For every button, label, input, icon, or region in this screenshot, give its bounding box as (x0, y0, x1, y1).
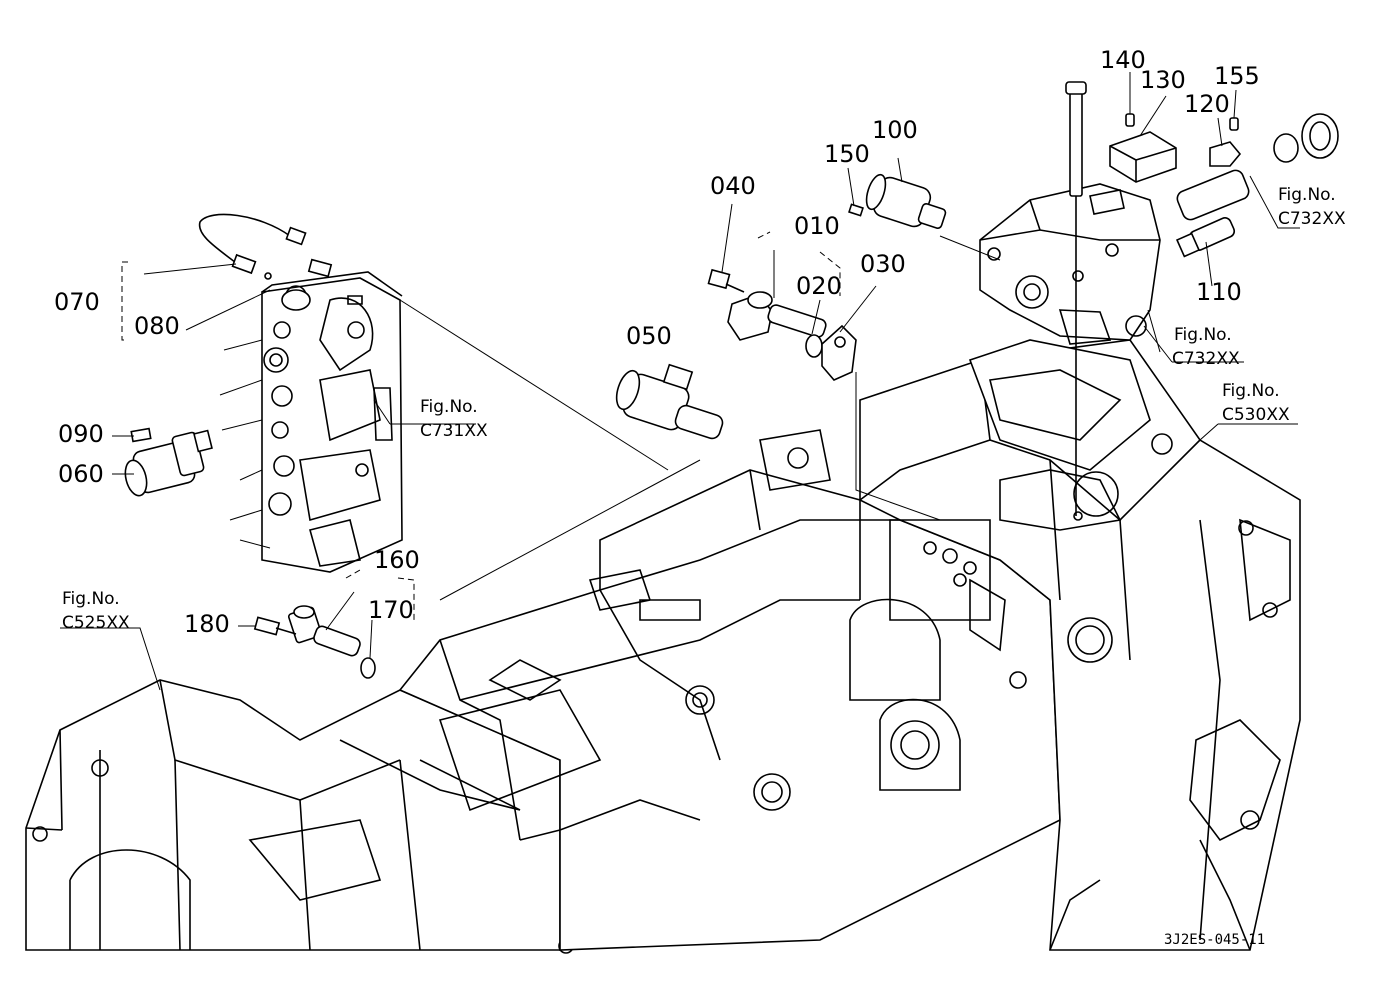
part-030-gasket[interactable] (821, 324, 857, 381)
fig-ref-c731-label: Fig.No. (420, 397, 478, 417)
part-130-sensor[interactable] (1109, 131, 1177, 183)
part-060-solenoid[interactable] (122, 429, 213, 498)
label-060[interactable]: 060 (58, 460, 104, 488)
fig-ref-c525-label: Fig.No. (62, 589, 120, 609)
part-180-bolt[interactable] (253, 616, 297, 636)
valve-plate-c731 (219, 271, 403, 573)
fig-ref-c530-label: Fig.No. (1222, 381, 1280, 401)
part-020-oring[interactable] (805, 334, 823, 358)
part-labels: 010 020 030 040 050 060 070 080 090 100 … (54, 46, 1260, 638)
fig-ref-c530-number: C530XX (1222, 405, 1290, 425)
fig-ref-c525-number: C525XX (62, 613, 130, 633)
part-110-sensor[interactable] (1175, 216, 1236, 258)
label-150[interactable]: 150 (824, 140, 870, 168)
drawing-code: 3J2ES-045-11 (1164, 932, 1265, 948)
label-010[interactable]: 010 (794, 212, 840, 240)
label-120[interactable]: 120 (1184, 90, 1230, 118)
label-110[interactable]: 110 (1196, 278, 1242, 306)
label-070[interactable]: 070 (54, 288, 100, 316)
part-090-bolt[interactable] (130, 427, 152, 443)
label-030[interactable]: 030 (860, 250, 906, 278)
part-100-solenoid[interactable] (863, 172, 947, 229)
fig-ref-c525[interactable]: Fig.No. C525XX (62, 589, 130, 633)
leader-lines (60, 72, 1300, 691)
transmission-case-drawing (25, 339, 1301, 954)
fig-ref-c731-number: C731XX (420, 421, 488, 441)
label-160[interactable]: 160 (374, 546, 420, 574)
part-160-valve[interactable] (287, 605, 362, 657)
part-070-harness[interactable] (198, 213, 307, 280)
part-155-bolt[interactable] (1229, 117, 1239, 131)
fig-ref-c732-top-label: Fig.No. (1278, 185, 1336, 205)
fig-ref-c732-mid[interactable]: Fig.No. C732XX (1172, 325, 1240, 369)
part-140-bolt[interactable] (1125, 113, 1135, 127)
label-100[interactable]: 100 (872, 116, 918, 144)
label-090[interactable]: 090 (58, 420, 104, 448)
label-080[interactable]: 080 (134, 312, 180, 340)
part-170-oring[interactable] (360, 657, 376, 679)
label-180[interactable]: 180 (184, 610, 230, 638)
long-bolt[interactable] (1065, 81, 1087, 516)
label-050[interactable]: 050 (626, 322, 672, 350)
label-130[interactable]: 130 (1140, 66, 1186, 94)
fig-ref-c732-top[interactable]: Fig.No. C732XX (1278, 185, 1346, 229)
label-020[interactable]: 020 (796, 272, 842, 300)
fig-ref-c731[interactable]: Fig.No. C731XX (420, 397, 488, 441)
label-170[interactable]: 170 (368, 596, 414, 624)
label-140[interactable]: 140 (1100, 46, 1146, 74)
figure-references: Fig.No. C731XX Fig.No. C732XX Fig.No. C7… (62, 185, 1346, 633)
label-040[interactable]: 040 (710, 172, 756, 200)
fig-ref-c530[interactable]: Fig.No. C530XX (1222, 381, 1290, 425)
part-040-bolt[interactable] (707, 268, 745, 293)
fig-ref-c732-mid-label: Fig.No. (1174, 325, 1232, 345)
label-155[interactable]: 155 (1214, 62, 1260, 90)
part-050-solenoid[interactable] (612, 363, 724, 441)
fig-ref-c732-top-number: C732XX (1278, 209, 1346, 229)
part-150-bolt[interactable] (848, 203, 864, 217)
connector-sleeve[interactable] (1175, 113, 1339, 222)
valve-block-c732 (979, 183, 1161, 345)
part-120-sensor[interactable] (1209, 141, 1242, 167)
part-080-fitting[interactable] (281, 258, 333, 311)
part-010-valve[interactable] (727, 291, 827, 341)
fig-ref-c732-mid-number: C732XX (1172, 349, 1240, 369)
